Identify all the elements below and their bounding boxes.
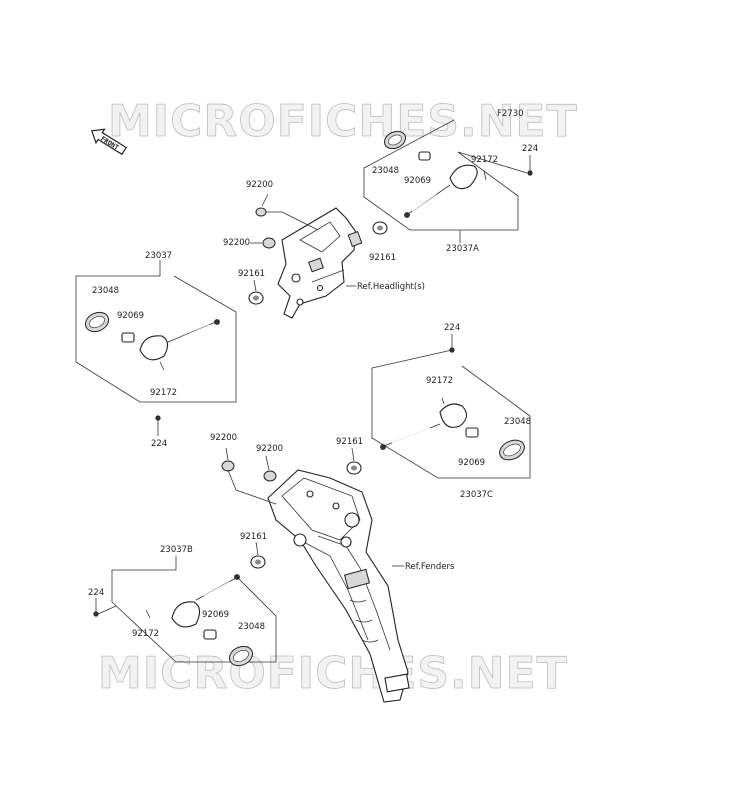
- label-92172-c: 92172: [426, 376, 453, 386]
- washer-92200-a: [255, 207, 267, 217]
- label-92172-d: 92172: [132, 629, 159, 639]
- bulb-92069-d: [203, 629, 217, 640]
- rear-fender-bracket: 92200 92200 Ref.Fenders: [210, 433, 455, 703]
- figure-code: F2730: [497, 109, 524, 119]
- label-23048-b: 23048: [92, 286, 119, 296]
- label-224-b: 224: [151, 439, 167, 449]
- label-23037: 23037: [145, 251, 172, 261]
- bulb-92069-a: [418, 151, 431, 161]
- label-92200-b: 92200: [223, 238, 250, 248]
- label-92200-d: 92200: [256, 444, 283, 454]
- assembly-23037C: 224 92172 23048 92069 92161 23037C: [336, 323, 531, 500]
- watermark-bottom: MICROFICHES.NET: [98, 648, 568, 699]
- label-92200-c: 92200: [210, 433, 237, 443]
- ref-fenders: Ref.Fenders: [405, 562, 455, 572]
- label-224-c: 224: [444, 323, 460, 333]
- label-92069-d: 92069: [202, 610, 229, 620]
- signal-housing-b: [139, 335, 169, 361]
- washer-92200-c: [221, 460, 235, 472]
- assembly-23037B: 92161 23037B 224 92069 23048 92172: [88, 532, 277, 667]
- label-23048-d: 23048: [238, 622, 265, 632]
- assembly-23037A: 23048 92069 92172 224 92161 23037A: [363, 119, 538, 263]
- washer-92200-b: [262, 237, 276, 249]
- signal-housing-a: [449, 164, 478, 190]
- ref-headlight: Ref.Headlight(s): [357, 282, 425, 292]
- watermark-top: MICROFICHES.NET: [108, 96, 578, 147]
- label-224-d: 224: [88, 588, 104, 598]
- label-92172-b: 92172: [150, 388, 177, 398]
- label-92069-a: 92069: [404, 176, 431, 186]
- label-92161-b: 92161: [238, 269, 265, 279]
- bulb-92069-c: [465, 427, 479, 438]
- assembly-23037: 23037 23048 92069 92172 224: [75, 251, 237, 449]
- label-92069-b: 92069: [117, 311, 144, 321]
- label-92161-d: 92161: [240, 532, 267, 542]
- signal-housing-d: [171, 601, 201, 628]
- bulb-92069-b: [121, 332, 135, 343]
- label-92200-a: 92200: [246, 180, 273, 190]
- signal-housing-c: [439, 403, 468, 428]
- label-92161-a: 92161: [369, 253, 396, 263]
- label-92069-c: 92069: [458, 458, 485, 468]
- label-224-a: 224: [522, 144, 538, 154]
- label-23048-a: 23048: [372, 166, 399, 176]
- washer-92200-d: [263, 470, 277, 482]
- headlight-bracket: 92200 92200 92161 Ref.Headlight(s): [223, 180, 425, 319]
- label-92172-a: 92172: [471, 155, 498, 165]
- label-23048-c: 23048: [504, 417, 531, 427]
- label-23037B: 23037B: [160, 545, 193, 555]
- label-23037A: 23037A: [446, 244, 479, 254]
- label-23037C: 23037C: [460, 490, 493, 500]
- label-92161-c: 92161: [336, 437, 363, 447]
